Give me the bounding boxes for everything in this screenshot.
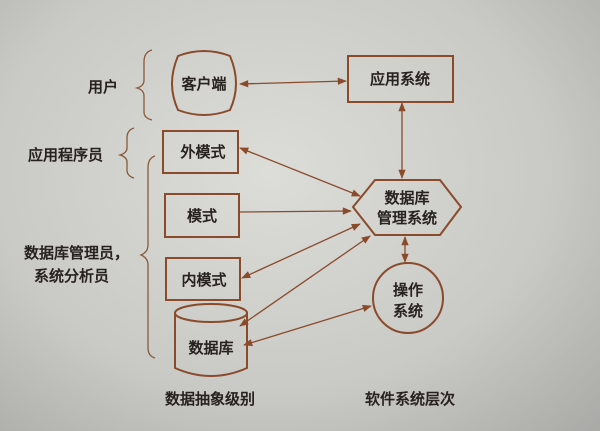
schema-box [164,193,240,238]
brace-dba [139,155,156,359]
role-analyst: 系统分析员 [34,267,109,285]
arrow-client-appsystem [239,77,347,88]
dbms-label-line2: 管理系统 [377,209,437,227]
arrow-database-os [243,304,372,347]
external-schema-box [162,130,239,174]
os-label-line1: 操作 [393,281,423,299]
database-label: 数据库 [188,339,233,357]
application-system-label: 应用系统 [370,70,430,88]
client-label: 客户端 [180,75,226,93]
brace-app-programmer [117,127,135,179]
arrow-schema-dbms [239,207,352,215]
external-schema-label: 外模式 [179,143,225,161]
role-app-programmer: 应用程序员 [28,146,103,164]
application-system-box [347,55,454,103]
schema-label: 模式 [187,207,217,225]
arrow-internal-dbms [241,223,361,279]
internal-schema-label: 内模式 [181,271,226,289]
dbms-hexagon [351,179,463,236]
brace-user [134,49,153,121]
role-user: 用户 [88,78,118,96]
client-shape [171,50,237,116]
caption-software-layers: 软件系统层次 [365,390,455,408]
os-label-line2: 系统 [393,302,423,320]
os-circle [372,262,444,334]
dbms-label-line1: 数据库 [384,189,429,207]
caption-abstraction-levels: 数据抽象级别 [165,390,255,408]
arrow-external-dbms [239,147,361,197]
role-dba: 数据库管理员， [24,244,129,262]
